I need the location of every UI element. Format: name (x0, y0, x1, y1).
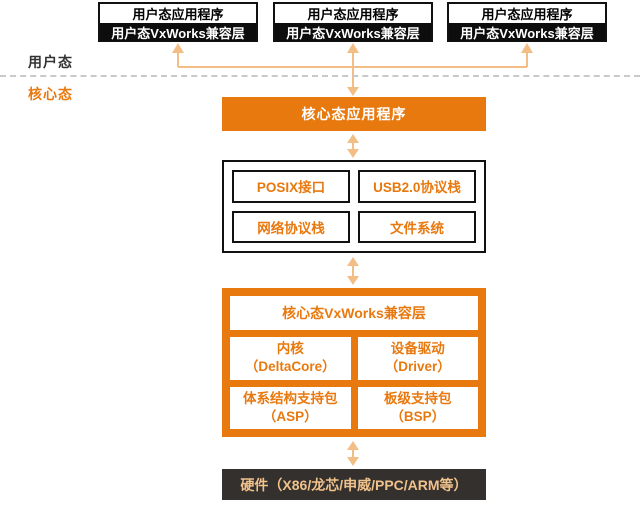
arrowhead-down-kernel-app (347, 87, 359, 96)
module-device-driver: 设备驱动 （Driver） (357, 337, 478, 380)
double-arrow-2-down (347, 276, 359, 285)
user-app-title: 用户态应用程序 (449, 4, 605, 23)
user-app-title: 用户态应用程序 (100, 4, 256, 23)
arrowhead-up-center (347, 43, 359, 53)
kernel-modules-grid: 内核 （DeltaCore） 设备驱动 （Driver） 体系结构支持包 （AS… (230, 337, 478, 429)
service-network-stack: 网络协议栈 (232, 210, 350, 243)
double-arrow-3-down (347, 457, 359, 466)
double-arrow-1-up (347, 134, 359, 143)
kernel-app-box: 核心态应用程序 (222, 97, 486, 131)
kernel-services-box: POSIX接口 USB2.0协议栈 网络协议栈 文件系统 (222, 160, 486, 253)
double-arrow-3-up (347, 441, 359, 450)
module-name: 板级支持包 (384, 390, 452, 406)
kernel-vxworks-layer-title: 核心态VxWorks兼容层 (230, 296, 478, 330)
service-usb-stack: USB2.0协议栈 (358, 170, 476, 203)
double-arrow-2-up (347, 257, 359, 266)
module-alias: （ASP） (262, 408, 318, 424)
kernel-vxworks-layer-box: 核心态VxWorks兼容层 内核 （DeltaCore） 设备驱动 （Drive… (222, 288, 486, 437)
module-name: 体系结构支持包 (243, 390, 338, 406)
module-alias: （Driver） (384, 359, 451, 375)
user-vxworks-compat-layer: 用户态VxWorks兼容层 (449, 23, 605, 41)
module-name: 设备驱动 (390, 341, 445, 357)
user-app-title: 用户态应用程序 (275, 4, 431, 23)
module-asp: 体系结构支持包 （ASP） (230, 386, 351, 429)
mode-divider-line (0, 75, 640, 77)
module-bsp: 板级支持包 （BSP） (357, 386, 478, 429)
module-kernel-deltacore: 内核 （DeltaCore） (230, 337, 351, 380)
module-alias: （BSP） (390, 408, 446, 424)
kernel-mode-label: 核心态 (28, 86, 73, 102)
user-app-box-2: 用户态应用程序 用户态VxWorks兼容层 (273, 2, 433, 42)
user-mode-label: 用户态 (28, 54, 73, 70)
user-vxworks-compat-layer: 用户态VxWorks兼容层 (100, 23, 256, 41)
arrowhead-up-left (172, 43, 184, 53)
user-vxworks-compat-layer: 用户态VxWorks兼容层 (275, 23, 431, 41)
hardware-box: 硬件（X86/龙芯/申威/PPC/ARM等） (222, 469, 486, 500)
arrowhead-up-right (521, 43, 533, 53)
module-name: 内核 (276, 341, 304, 357)
double-arrow-1-down (347, 149, 359, 158)
service-file-system: 文件系统 (358, 210, 476, 243)
user-app-box-3: 用户态应用程序 用户态VxWorks兼容层 (447, 2, 607, 42)
user-app-box-1: 用户态应用程序 用户态VxWorks兼容层 (98, 2, 258, 42)
service-posix-interface: POSIX接口 (232, 170, 350, 203)
module-alias: （DeltaCore） (244, 359, 336, 375)
